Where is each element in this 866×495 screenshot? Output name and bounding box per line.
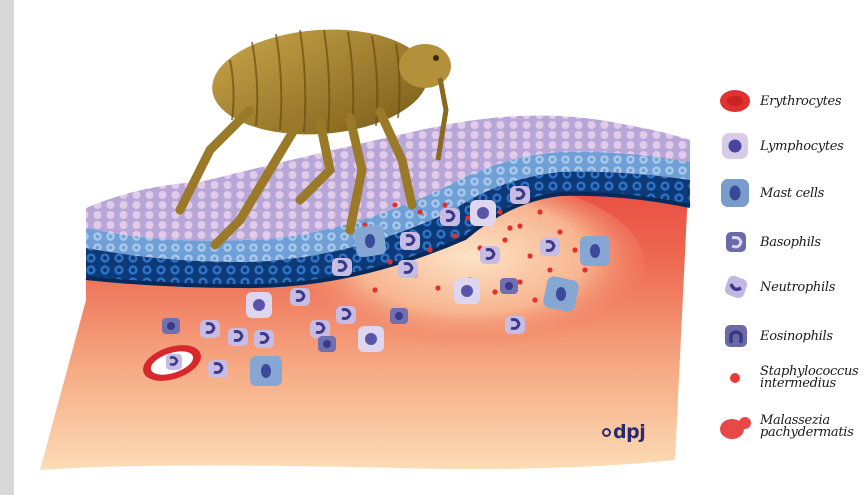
eosinophil-icon — [718, 321, 752, 351]
legend-item-neutrophils: Neutrophils — [718, 272, 835, 302]
legend-label-lymphocytes: Lymphocytes — [760, 140, 844, 153]
legend-item-basophils: Basophils — [718, 227, 821, 257]
legend-label-neutrophils: Neutrophils — [760, 281, 835, 294]
erythrocyte-icon — [718, 86, 752, 116]
left-frame-edge — [0, 0, 14, 495]
legend-label-malassezia: Malassezia pachydermatis — [760, 415, 854, 439]
neutrophil-icon — [718, 272, 752, 302]
malassezia-icon — [718, 412, 752, 442]
dpj-logo: dpj — [602, 421, 645, 443]
legend-label-basophils: Basophils — [760, 236, 821, 249]
lymphocyte-icon — [718, 131, 752, 161]
legend-item-staphylococcus: Staphylococcus intermedius — [718, 363, 858, 393]
legend-label-staphylococcus-line2: intermedius — [760, 378, 858, 390]
legend-item-eosinophils: Eosinophils — [718, 321, 833, 351]
mast-cell-icon — [718, 178, 752, 208]
legend-label-mast-cells: Mast cells — [760, 187, 824, 200]
basophil-icon — [718, 227, 752, 257]
logo-ring-icon — [602, 428, 611, 437]
legend-label-malassezia-line2: pachydermatis — [760, 427, 854, 439]
staphylococcus-icon — [718, 363, 752, 393]
legend-item-malassezia: Malassezia pachydermatis — [718, 412, 854, 442]
logo-text: dpj — [613, 421, 645, 443]
legend-item-erythrocytes: Erythrocytes — [718, 86, 841, 116]
legend-label-staphylococcus: Staphylococcus intermedius — [760, 366, 858, 390]
legend-item-lymphocytes: Lymphocytes — [718, 131, 844, 161]
legend-label-eosinophils: Eosinophils — [760, 330, 833, 343]
legend-item-mast-cells: Mast cells — [718, 178, 824, 208]
legend-label-erythrocytes: Erythrocytes — [760, 95, 841, 108]
